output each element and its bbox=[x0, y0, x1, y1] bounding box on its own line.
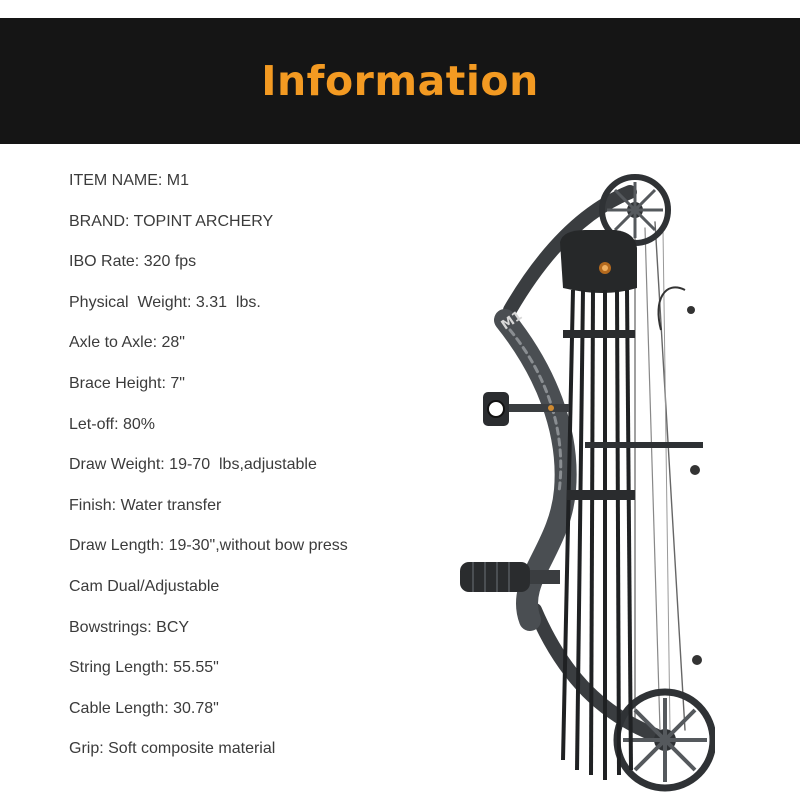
spec-ibo-rate: IBO Rate: 320 fps bbox=[69, 253, 197, 271]
spec-brand: BRAND: TOPINT ARCHERY bbox=[69, 212, 274, 230]
header-banner: Information bbox=[0, 18, 800, 144]
spec-cam: Cam Dual/Adjustable bbox=[69, 577, 220, 595]
spec-draw-length: Draw Length: 19-30",without bow press bbox=[69, 537, 348, 555]
quiver-hood-icon bbox=[560, 230, 637, 293]
spec-list: ITEM NAME: M1 BRAND: TOPINT ARCHERY IBO … bbox=[69, 168, 348, 777]
spec-let-off: Let-off: 80% bbox=[69, 415, 155, 433]
stabilizer-icon bbox=[460, 562, 560, 592]
compound-bow-image: M1 bbox=[460, 174, 715, 792]
spec-physical-weight: Physical Weight: 3.31 lbs. bbox=[69, 293, 261, 311]
spec-brace-height: Brace Height: 7" bbox=[69, 374, 185, 392]
spec-string-length: String Length: 55.55" bbox=[69, 659, 219, 677]
spec-bowstrings: Bowstrings: BCY bbox=[69, 618, 190, 636]
spec-finish: Finish: Water transfer bbox=[69, 496, 222, 514]
spec-draw-weight: Draw Weight: 19-70 lbs,adjustable bbox=[69, 456, 317, 474]
page-title: Information bbox=[261, 57, 539, 105]
spec-item-name: ITEM NAME: M1 bbox=[69, 172, 190, 189]
spec-axle-to-axle: Axle to Axle: 28" bbox=[69, 334, 185, 352]
spec-grip: Grip: Soft composite material bbox=[69, 740, 276, 758]
spec-cable-length: Cable Length: 30.78" bbox=[69, 699, 219, 717]
bow-sight-icon bbox=[483, 392, 569, 426]
arrow-rest-bar bbox=[585, 442, 703, 448]
